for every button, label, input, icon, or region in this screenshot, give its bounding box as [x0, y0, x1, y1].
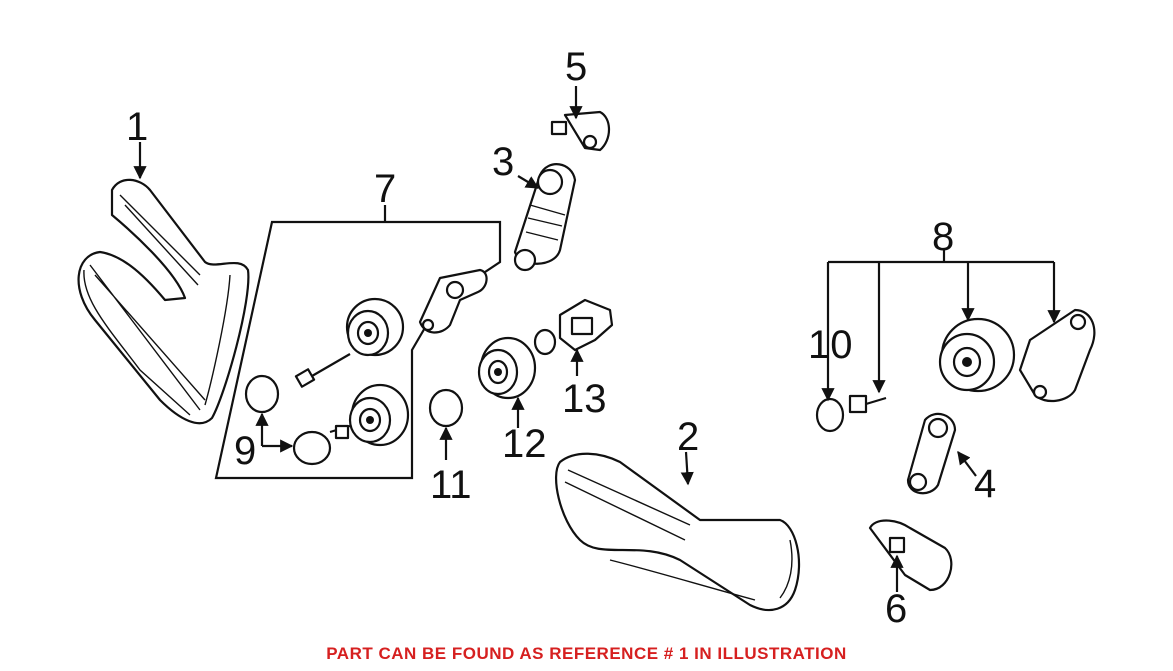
callout-5: 5: [565, 45, 587, 89]
callout-6: 6: [885, 587, 907, 631]
bolt-8[interactable]: [848, 394, 887, 414]
cap-9b[interactable]: [292, 430, 332, 466]
bracket-8[interactable]: [1018, 308, 1096, 403]
bolt-lower[interactable]: [329, 424, 351, 440]
callout-12: 12: [502, 422, 547, 466]
callout-8: 8: [932, 215, 954, 259]
pulley-8[interactable]: [938, 317, 1016, 393]
leader-lines: [133, 86, 1061, 592]
pulley-lower[interactable]: [348, 383, 410, 447]
cap-9a[interactable]: [244, 374, 280, 414]
pulley-12[interactable]: [477, 336, 537, 400]
bracket-5[interactable]: [550, 110, 611, 152]
cap-11[interactable]: [428, 388, 464, 428]
pulley-upper[interactable]: [345, 297, 405, 357]
callout-2: 2: [677, 415, 699, 459]
bracket-6[interactable]: [868, 519, 953, 592]
callout-11: 11: [430, 463, 472, 507]
callout-3: 3: [492, 140, 514, 184]
callout-10: 10: [808, 323, 853, 367]
reference-note: PART CAN BE FOUND AS REFERENCE # 1 IN IL…: [326, 644, 847, 663]
tensioner-4[interactable]: [906, 412, 957, 495]
callout-4: 4: [974, 462, 996, 506]
bolt-upper[interactable]: [294, 353, 351, 388]
bracket-kit[interactable]: [418, 268, 488, 334]
belt-2[interactable]: [555, 452, 801, 612]
callout-1: 1: [126, 105, 148, 149]
tensioner-3[interactable]: [513, 163, 577, 272]
washer-10[interactable]: [815, 397, 845, 433]
callout-numbers: 1 2 3 4 5 6 7 8 9 10 11 12 13: [126, 45, 996, 631]
belt-1[interactable]: [77, 178, 250, 425]
callout-7: 7: [374, 167, 396, 211]
callout-13: 13: [562, 377, 607, 421]
callout-9: 9: [234, 429, 256, 473]
bracket-13[interactable]: [533, 298, 614, 356]
